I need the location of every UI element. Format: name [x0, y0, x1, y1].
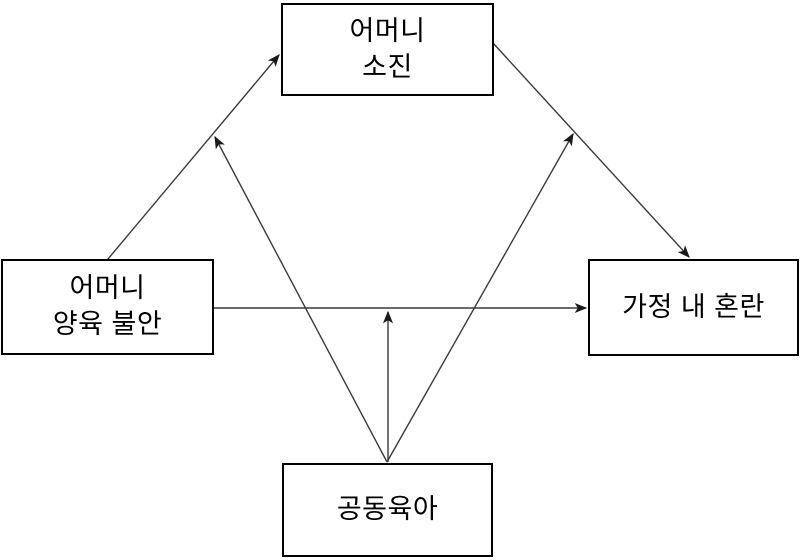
node-mother-burnout-line1: 어머니	[349, 15, 426, 46]
node-mother-burnout-line2: 소진	[362, 51, 413, 82]
node-coparenting: 공동육아	[282, 463, 493, 557]
node-mother-parenting-anxiety-line1: 어머니	[69, 273, 146, 304]
node-mother-burnout: 어머니 소진	[281, 3, 494, 96]
arrow-coparenting-to-left-path	[214, 135, 388, 463]
arrow-coparenting-to-right-path	[386, 132, 574, 463]
node-family-chaos: 가정 내 혼란	[588, 259, 799, 356]
node-mother-parenting-anxiety-line2: 양육 불안	[52, 309, 163, 339]
node-family-chaos-line1: 가정 내 혼란	[622, 291, 765, 322]
arrow-anxiety-to-burnout	[107, 54, 280, 260]
node-mother-parenting-anxiety: 어머니 양육 불안	[1, 259, 214, 355]
arrow-burnout-to-chaos	[492, 42, 690, 258]
node-coparenting-line1: 공동육아	[336, 494, 439, 525]
